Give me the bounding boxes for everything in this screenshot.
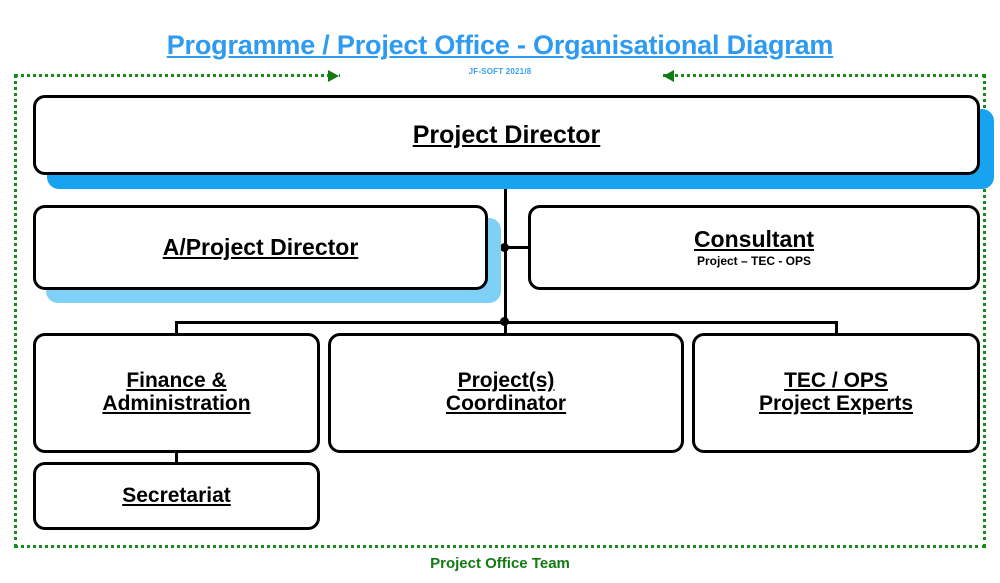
node-project-director-label: Project Director <box>412 120 601 149</box>
node-tec-ops-project-experts-line1: TEC / OPS <box>784 369 888 393</box>
connector-finance-to-secretariat <box>175 451 178 464</box>
triangle-right-icon <box>328 70 339 82</box>
watermark-label: JF-SOFT 2021/8 <box>468 67 532 76</box>
node-consultant[interactable]: Consultant Project – TEC - OPS <box>528 205 980 290</box>
connector-to-consultant <box>504 246 530 249</box>
node-aproject-director-label: A/Project Director <box>162 234 359 261</box>
node-finance-administration[interactable]: Finance & Administration <box>33 333 320 453</box>
connector-drop-experts <box>835 321 838 335</box>
triangle-left-icon <box>663 70 674 82</box>
connector-drop-finance <box>175 321 178 335</box>
node-project-director[interactable]: Project Director <box>33 95 980 175</box>
node-aproject-director[interactable]: A/Project Director <box>33 205 488 290</box>
junction-dot-level2 <box>500 243 509 252</box>
node-finance-administration-line2: Administration <box>102 392 251 415</box>
node-projects-coordinator-line1: Project(s) <box>457 369 555 393</box>
node-tec-ops-project-experts-line2: Project Experts <box>758 392 914 415</box>
node-tec-ops-project-experts[interactable]: TEC / OPS Project Experts <box>692 333 980 453</box>
connector-drop-coordinator <box>504 321 507 335</box>
node-secretariat[interactable]: Secretariat <box>33 462 320 530</box>
frame-top-gap <box>340 70 660 79</box>
node-secretariat-label: Secretariat <box>122 483 231 507</box>
frame-caption: Project Office Team <box>430 555 570 572</box>
node-consultant-label: Consultant <box>693 226 815 253</box>
node-consultant-subtitle: Project – TEC - OPS <box>696 253 812 268</box>
node-projects-coordinator[interactable]: Project(s) Coordinator <box>328 333 684 453</box>
node-finance-administration-line1: Finance & <box>126 369 227 393</box>
page-title: Programme / Project Office - Organisatio… <box>166 30 834 60</box>
node-projects-coordinator-line2: Coordinator <box>445 392 567 415</box>
